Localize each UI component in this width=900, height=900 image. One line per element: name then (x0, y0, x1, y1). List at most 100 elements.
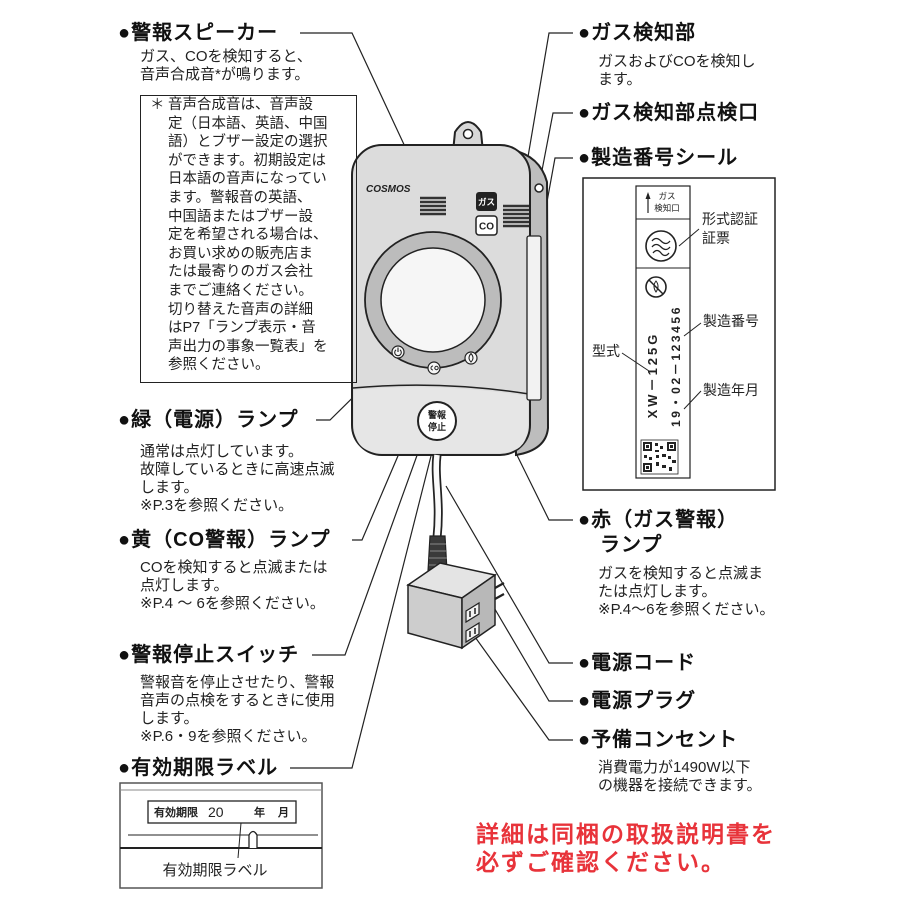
certification-mark-icon (645, 230, 677, 262)
speaker-grille (420, 196, 446, 216)
green-lamp-desc-line: ※P.3を参照ください。 (140, 497, 294, 514)
spare-outlet-title: ●予備コンセント (578, 729, 739, 751)
yellow-lamp-description: COを検知すると点滅または 点灯します。 ※P.4 〜 6を参照ください。 (140, 559, 328, 613)
green-lamp-title: ●緑（電源）ランプ (118, 409, 299, 431)
seal-serial-label: 製造番号 (703, 313, 759, 329)
stop-switch-desc-line: 音声の点検をするときに使用 (140, 692, 336, 709)
power-icon (394, 349, 402, 357)
inspection-port (534, 183, 544, 193)
note-line: 切り替えた音声の詳細 (168, 301, 313, 318)
leader-line-stop-switch (312, 435, 425, 656)
gas-sensor-grille (503, 204, 529, 228)
note-line: 参照ください。 (168, 357, 270, 374)
gas-alarm-device: COSMOS ガス CO (351, 121, 550, 650)
co-badge (475, 215, 498, 236)
yellow-lamp-desc-line: ※P.4 〜 6を参照ください。 (140, 595, 325, 612)
co-icon (430, 365, 434, 371)
green-lamp-desc-line: します。 (140, 479, 199, 496)
gas-sensor-desc-line: ガスおよびCOを検知し (598, 53, 756, 70)
note-asterisk: ＊ (150, 97, 165, 113)
yellow-lamp (427, 361, 441, 375)
seal-gas-port-line-1: ガス (658, 191, 675, 201)
alarm-stop-button-label-2: 停止 (428, 421, 446, 432)
manual-notice-line: 必ずご確認ください。 (476, 849, 726, 875)
green-lamp-desc-line: 故障しているときに高速点滅 (140, 461, 335, 478)
yellow-lamp-desc-line: 点灯します。 (140, 577, 229, 594)
stop-switch-title: ●警報停止スイッチ (118, 644, 300, 666)
alarm-stop-button[interactable] (417, 401, 457, 441)
leader-line-expiry-label (290, 451, 433, 769)
red-lamp-desc-line: たは点灯します。 (598, 583, 717, 600)
stop-switch-desc-line: します。 (140, 710, 199, 727)
expiry-label-sticker (147, 800, 297, 824)
red-lamp (464, 351, 478, 365)
yellow-lamp-title: ●黄（CO警報）ランプ (118, 529, 331, 551)
expiry-year: 20 (208, 804, 224, 820)
expiry-year-unit: 年 (254, 805, 265, 819)
stop-switch-desc-line: ※P.6・9を参照ください。 (140, 728, 317, 745)
seal-serial-number: 19・02－123456 (669, 305, 683, 427)
expiry-hook-icon (248, 830, 258, 848)
leader-line-speaker (300, 32, 429, 197)
gas-badge (476, 192, 497, 211)
note-line: お買い求めの販売店ま (168, 245, 313, 262)
speaker-desc-line: 音声合成音*が鳴ります。 (140, 66, 310, 83)
expiry-caption: 有効期限ラベル (162, 862, 267, 879)
brand-logo: COSMOS (366, 184, 411, 195)
serial-seal-illustration: ガス 検知口 XW－125G 19・02－123456 (582, 177, 776, 491)
green-lamp (391, 345, 405, 359)
red-lamp-description: ガスを検知すると点滅ま たは点灯します。 ※P.4〜6を参照ください。 (598, 565, 775, 619)
qr-code-icon (640, 439, 679, 475)
speaker-title: ●警報スピーカー (118, 22, 279, 44)
spare-outlet-desc-line: 消費電力が1490W以下 (598, 759, 751, 776)
note-line: 日本語の音声になってい (168, 171, 327, 188)
seal-leader-lines (621, 228, 702, 410)
leader-line-power-cord (445, 485, 573, 664)
red-lamp-title: ●赤（ガス警報） (578, 509, 739, 531)
plug-prong-2 (494, 593, 505, 600)
plug-prong-1 (494, 582, 505, 589)
speaker-description: ガス、COを検知すると、 音声合成音*が鳴ります。 (140, 48, 312, 84)
note-line: 定（日本語、英語、中国 (168, 115, 328, 132)
voice-note-text: 音声合成音は、音声設 定（日本語、英語、中国 語）とブザー設定の選択 ができます… (168, 96, 328, 375)
spare-outlet-description: 消費電力が1490W以下 の機器を接続できます。 (598, 759, 762, 795)
flame-icon (468, 352, 474, 363)
spare-outlet-desc-line: の機器を接続できます。 (598, 777, 762, 794)
power-plug (406, 562, 505, 650)
note-line: はP7「ランプ表示・音 (168, 320, 316, 337)
display-ring-inner (380, 247, 486, 353)
red-lamp-title-2: ランプ (600, 534, 663, 556)
seal-gas-port-line-2: 検知口 (654, 203, 680, 213)
gas-sensor-title: ●ガス検知部 (578, 22, 697, 44)
device-lower-divider (352, 384, 530, 395)
expiry-prefix: 有効期限 (154, 805, 198, 819)
note-line: 声出力の事象一覧表」を (168, 338, 328, 355)
alarm-stop-button-label-1: 警報 (428, 409, 447, 420)
power-cord-title: ●電源コード (578, 652, 697, 674)
note-line: ます。警報音の英語、 (168, 189, 312, 206)
red-lamp-desc-line: ※P.4〜6を参照ください。 (598, 601, 775, 618)
spare-outlet[interactable] (465, 601, 480, 644)
note-line: 語）とブザー設定の選択 (168, 134, 328, 151)
inspection-port-title: ●ガス検知部点検口 (578, 102, 760, 124)
seal-cert-label-line: 証票 (702, 230, 730, 246)
seal-model-label: 型式 (592, 343, 620, 359)
manual-notice-line: 詳細は同梱の取扱説明書を (476, 821, 776, 847)
note-line: までご連絡ください。 (168, 282, 313, 299)
green-lamp-description: 通常は点灯しています。 故障しているときに高速点滅 します。 ※P.3を参照くだ… (140, 443, 335, 515)
manual-notice: 詳細は同梱の取扱説明書を 必ずご確認ください。 (476, 820, 776, 876)
green-lamp-desc-line: 通常は点灯しています。 (140, 443, 304, 460)
seal-date-label: 製造年月 (703, 382, 759, 398)
gas-sensor-description: ガスおよびCOを検知し ます。 (598, 53, 756, 89)
expiry-label-title: ●有効期限ラベル (118, 757, 279, 779)
gas-sensor-desc-line: ます。 (598, 71, 642, 88)
hook-hole (462, 128, 474, 140)
gas-badge-label: ガス (478, 197, 495, 207)
seal-cert-label-line: 形式認証 (702, 211, 758, 227)
leader-line-spare-outlet (469, 629, 573, 741)
note-line: 定を希望される場合は、 (168, 227, 328, 244)
serial-seal-title: ●製造番号シール (578, 147, 739, 169)
leader-line-gas-sensor (519, 32, 573, 205)
leader-line-inspection-port (538, 112, 573, 187)
